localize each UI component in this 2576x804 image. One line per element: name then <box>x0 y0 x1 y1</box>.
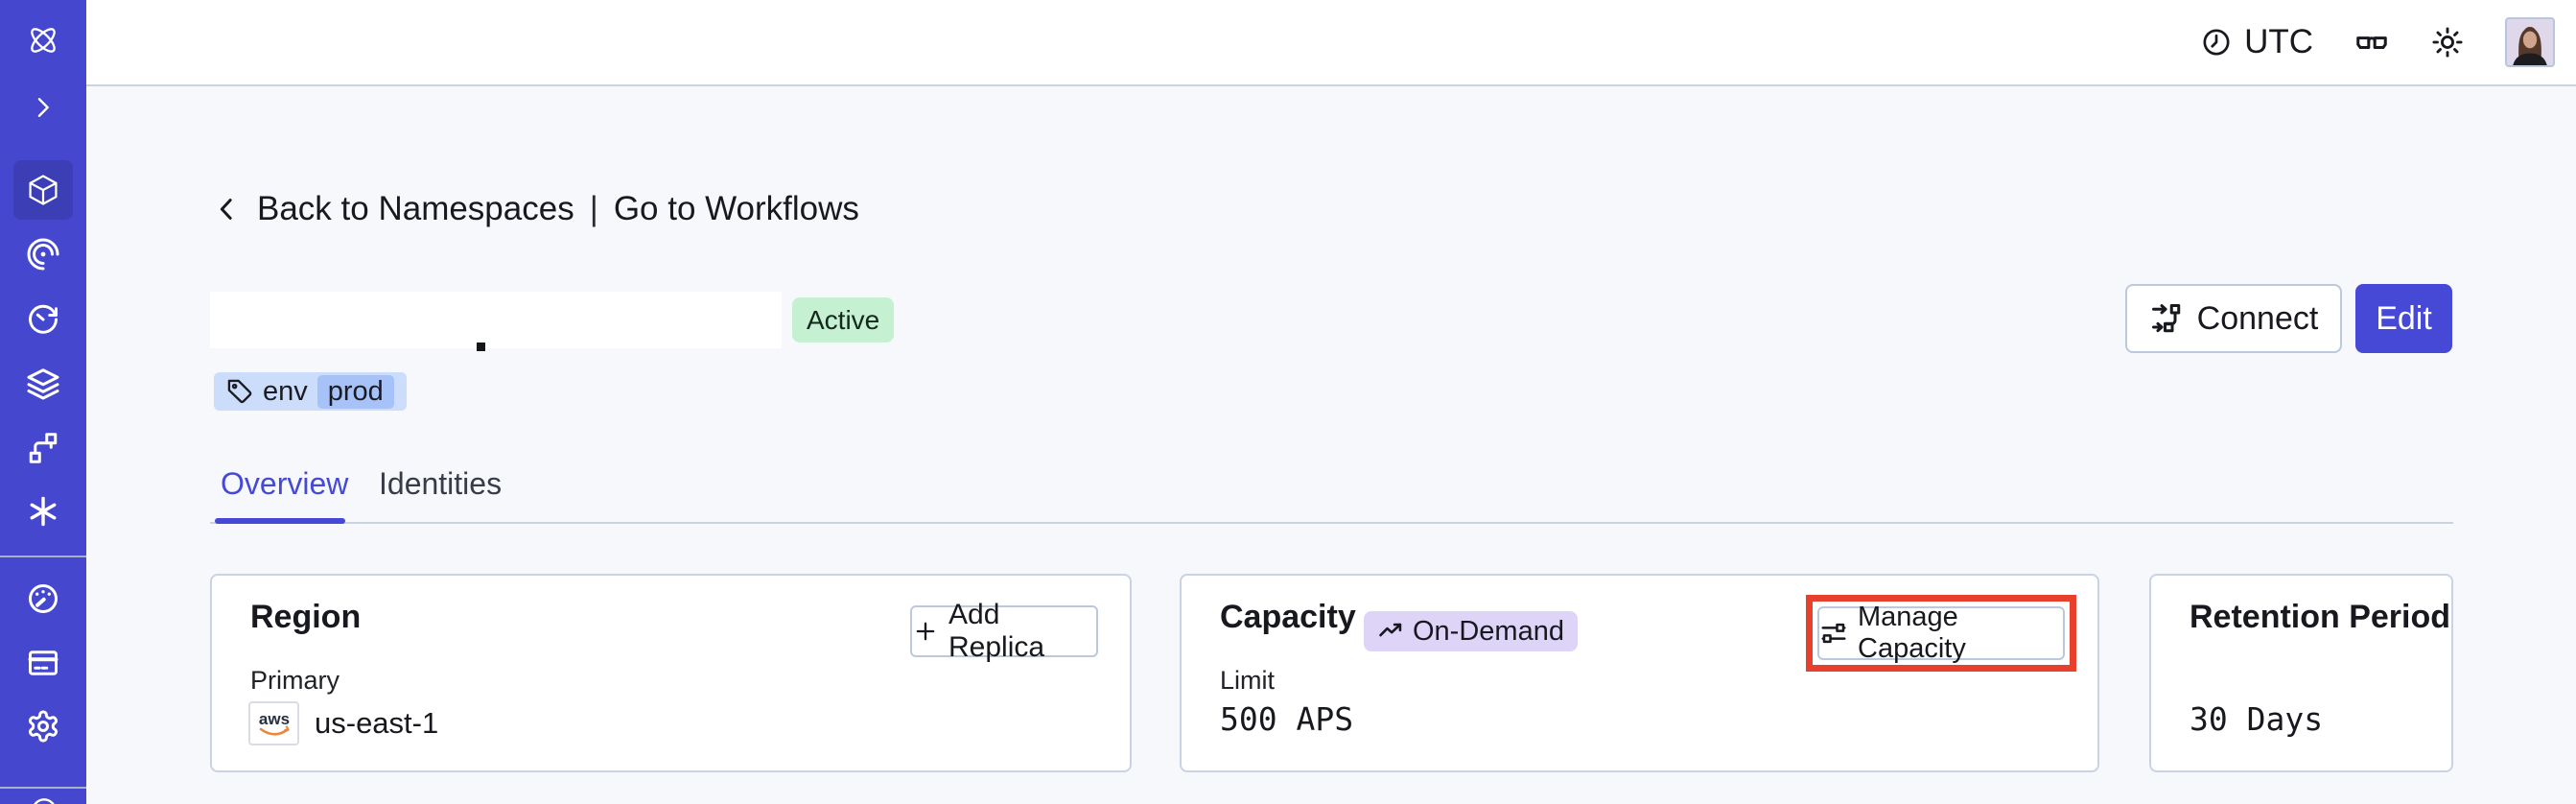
sidebar-divider <box>0 556 86 557</box>
sidebar-item-settings[interactable] <box>0 697 86 756</box>
trending-up-icon <box>1377 618 1404 645</box>
timezone-selector[interactable]: UTC <box>2200 23 2313 61</box>
sidebar-item-schedules[interactable] <box>0 290 86 349</box>
edit-button-label: Edit <box>2376 299 2432 337</box>
theme-sun-icon[interactable] <box>2430 25 2465 59</box>
sidebar-item-billing[interactable] <box>0 633 86 693</box>
on-demand-label: On-Demand <box>1413 615 1564 647</box>
sidebar-item-nexus[interactable] <box>0 482 86 541</box>
aws-logo-text: aws <box>258 710 289 728</box>
account-partial-icon[interactable] <box>31 797 58 804</box>
manage-capacity-label: Manage Capacity <box>1858 602 1966 664</box>
add-replica-button[interactable]: Add Replica <box>910 599 1098 663</box>
on-demand-badge: On-Demand <box>1364 611 1578 651</box>
capacity-card: Capacity On-Demand Manage Capacity Limi <box>1180 574 2099 772</box>
status-badge: Active <box>792 297 895 343</box>
namespace-tag-chip: env prod <box>214 372 407 411</box>
chevron-left-icon[interactable] <box>213 195 242 224</box>
tag-key: env <box>263 375 308 407</box>
sidebar-item-deployments[interactable] <box>0 354 86 414</box>
primary-label: Primary <box>250 666 340 695</box>
capacity-card-title: Capacity <box>1220 599 1356 635</box>
tab-identities[interactable]: Identities <box>379 466 503 501</box>
limit-label: Limit <box>1220 666 1276 695</box>
connect-button[interactable]: Connect <box>2125 284 2342 353</box>
breadcrumb-separator: | <box>589 190 598 227</box>
breadcrumb: Back to Namespaces | Go to Workflows <box>213 190 859 228</box>
go-to-workflows-link[interactable]: Go to Workflows <box>613 190 859 227</box>
avatar[interactable] <box>2505 17 2555 67</box>
sliders-icon <box>1819 619 1848 648</box>
namespace-title-redacted <box>210 292 782 348</box>
region-card-title: Region <box>250 599 362 635</box>
manage-capacity-button[interactable]: Manage Capacity <box>1817 602 2065 664</box>
timezone-label: UTC <box>2244 23 2313 60</box>
retention-value: 30 Days <box>2190 700 2324 738</box>
sidebar-item-namespaces[interactable] <box>13 160 73 220</box>
topbar: UTC <box>86 0 2576 86</box>
manage-capacity-highlight: Manage Capacity <box>1806 595 2076 672</box>
sidebar <box>0 0 86 804</box>
region-value: us-east-1 <box>315 706 439 740</box>
expand-chevron-icon[interactable] <box>0 78 86 137</box>
temporal-logo[interactable] <box>0 11 86 70</box>
sidebar-item-workflows[interactable] <box>0 225 86 284</box>
tab-overview[interactable]: Overview <box>221 466 349 501</box>
aws-provider-chip: aws <box>248 701 299 745</box>
retention-card: Retention Period 30 Days <box>2149 574 2453 772</box>
plus-icon <box>912 618 939 645</box>
tabs-divider <box>210 522 2453 524</box>
sidebar-item-usage[interactable] <box>0 569 86 628</box>
connect-flow-icon <box>2149 301 2184 336</box>
tag-value: prod <box>316 374 394 409</box>
retention-card-title: Retention Period <box>2190 599 2451 635</box>
region-card: Region Add Replica Primary aws us-east-1 <box>210 574 1132 772</box>
sidebar-divider <box>0 787 86 789</box>
clock-icon <box>2200 26 2233 59</box>
active-tab-underline <box>215 518 345 524</box>
back-to-namespaces-link[interactable]: Back to Namespaces <box>257 190 574 227</box>
sidebar-item-batch-operations[interactable] <box>0 418 86 478</box>
topbar-actions: UTC <box>2200 0 2555 84</box>
edit-button[interactable]: Edit <box>2355 284 2452 353</box>
limit-value: 500 APS <box>1220 700 1354 738</box>
add-replica-label: Add Replica <box>948 599 1045 663</box>
connect-button-label: Connect <box>2196 299 2319 337</box>
tag-icon <box>226 378 253 405</box>
glasses-icon[interactable] <box>2354 24 2390 60</box>
namespace-title-dot <box>477 343 485 351</box>
